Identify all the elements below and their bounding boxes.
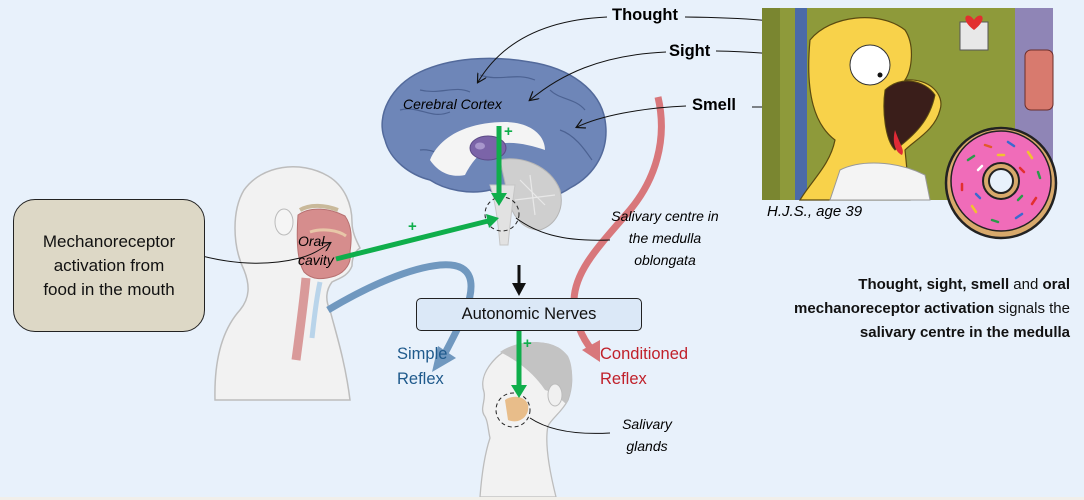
cerebral-cortex-label: Cerebral Cortex: [403, 96, 502, 112]
plus-sign-nerves: +: [523, 335, 532, 352]
mechanoreceptor-box: Mechanoreceptor activation from food in …: [13, 199, 205, 332]
conditioned-reflex-line2: Reflex: [600, 370, 647, 388]
salivary-centre-line2: the medulla: [628, 230, 702, 246]
sight-label: Sight: [669, 42, 711, 60]
salivary-centre-line3: oblongata: [634, 252, 696, 268]
mechanoreceptor-line2: activation from: [53, 255, 165, 275]
brain-illustration: [381, 57, 607, 246]
summary-part5: salivary centre in the medulla: [859, 324, 1070, 341]
salivary-glands-marker: [495, 392, 531, 428]
simple-reflex-line2: Reflex: [397, 370, 444, 388]
summary-part4: signals the: [994, 300, 1070, 317]
mechanoreceptor-line3: food in the mouth: [43, 279, 175, 299]
summary-part3: oral mechanoreceptor activation: [794, 276, 1070, 317]
salivary-glands-line2: glands: [626, 438, 668, 454]
salivary-centre-leader-line: [515, 217, 611, 241]
conditioned-reflex-label: Conditioned Reflex: [600, 342, 688, 392]
summary-text: Thought, sight, smell and oral mechanore…: [740, 273, 1070, 345]
mechanoreceptor-line1: Mechanoreceptor: [42, 231, 176, 251]
salivary-centre-line1: Salivary centre in: [611, 208, 719, 224]
plus-sign-oral: +: [408, 218, 417, 235]
oral-cavity-label: Oral cavity: [298, 232, 334, 270]
salivary-glands-line1: Salivary: [622, 416, 672, 432]
summary-part1: Thought, sight, smell: [858, 276, 1010, 293]
thought-leader-line: [478, 16, 608, 82]
cortex-to-medulla-arrowhead: [491, 193, 507, 206]
homer-caption: H.J.S., age 39: [767, 203, 863, 220]
salivary-glands-leader-line: [529, 417, 611, 434]
plus-sign-cortex: +: [504, 123, 513, 140]
salivary-glands-label: Salivary glands: [612, 413, 682, 457]
smell-leader-line: [577, 105, 687, 127]
oral-cavity-line1: Oral: [298, 233, 325, 249]
summary-part2: and: [1009, 276, 1043, 293]
smell-label: Smell: [692, 96, 737, 114]
simple-reflex-arrowhead: [432, 346, 456, 372]
sight-leader-line: [530, 51, 667, 100]
head-profile-illustration: [479, 341, 573, 498]
nerves-to-glands-arrowhead: [511, 385, 527, 398]
oral-to-medulla-arrowhead: [486, 214, 499, 228]
simple-reflex-line1: Simple: [397, 345, 448, 363]
head-sagittal-illustration: [214, 166, 361, 401]
thought-label: Thought: [612, 6, 678, 24]
bottom-strip: [0, 497, 1084, 500]
oral-cavity-line2: cavity: [298, 252, 334, 268]
mechanoreceptor-leader-line: [187, 243, 330, 264]
conditioned-reflex-arrowhead: [582, 340, 600, 362]
autonomic-nerves-box: Autonomic Nerves: [416, 298, 642, 331]
conditioned-reflex-line1: Conditioned: [600, 345, 689, 363]
medulla-to-nerves-arrowhead: [512, 283, 526, 296]
salivary-centre-label: Salivary centre in the medulla oblongata: [600, 205, 730, 271]
simple-reflex-label: Simple Reflex: [397, 342, 447, 392]
oral-to-medulla-arrow: [335, 218, 489, 262]
donut-illustration: [944, 126, 1058, 240]
